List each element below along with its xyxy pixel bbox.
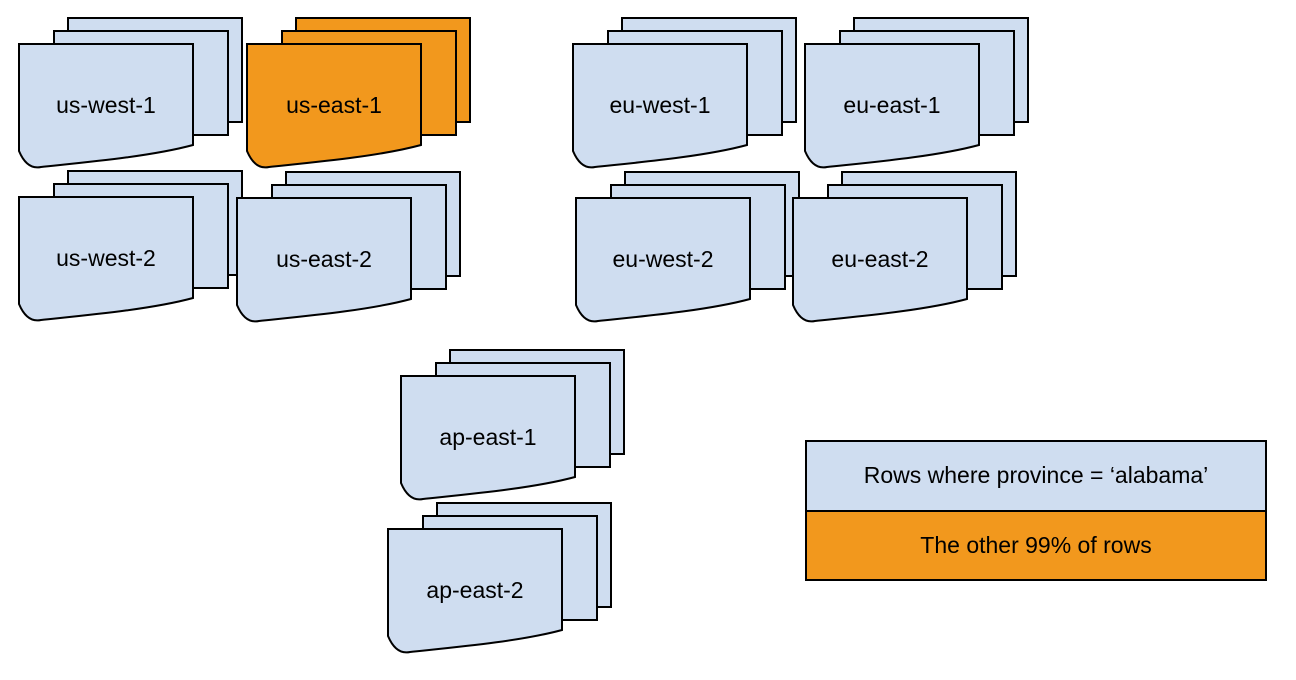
document-stack-icon xyxy=(792,171,1018,343)
legend-label: The other 99% of rows xyxy=(920,531,1152,558)
region-stack-ap-east-2: ap-east-2 xyxy=(387,502,613,674)
document-stack-icon xyxy=(387,502,613,674)
region-stack-us-east-2: us-east-2 xyxy=(236,171,462,343)
legend-row-other-rows: The other 99% of rows xyxy=(807,509,1265,579)
region-stack-us-west-1: us-west-1 xyxy=(18,17,244,189)
document-stack-icon xyxy=(575,171,801,343)
region-stack-us-west-2: us-west-2 xyxy=(18,170,244,342)
document-stack-shape xyxy=(401,350,624,499)
document-stack-icon xyxy=(804,17,1030,189)
document-stack-icon xyxy=(236,171,462,343)
legend: Rows where province = ‘alabama’ The othe… xyxy=(805,440,1267,581)
document-stack-shape xyxy=(388,503,611,652)
document-stack-icon-highlighted xyxy=(246,17,472,189)
region-stack-us-east-1: us-east-1 xyxy=(246,17,472,189)
document-stack-shape xyxy=(247,18,470,167)
document-stack-shape xyxy=(576,172,799,321)
document-stack-icon xyxy=(572,17,798,189)
region-stack-eu-east-2: eu-east-2 xyxy=(792,171,1018,343)
region-stack-eu-west-2: eu-west-2 xyxy=(575,171,801,343)
legend-label: Rows where province = ‘alabama’ xyxy=(863,462,1209,489)
document-stack-shape xyxy=(237,172,460,321)
region-stack-eu-east-1: eu-east-1 xyxy=(804,17,1030,189)
document-stack-shape xyxy=(805,18,1028,167)
document-stack-shape xyxy=(19,171,242,320)
document-stack-icon xyxy=(400,349,626,521)
region-stack-eu-west-1: eu-west-1 xyxy=(572,17,798,189)
document-stack-shape xyxy=(793,172,1016,321)
region-stack-ap-east-1: ap-east-1 xyxy=(400,349,626,521)
legend-row-alabama-rows: Rows where province = ‘alabama’ xyxy=(807,442,1265,510)
document-stack-icon xyxy=(18,170,244,342)
document-stack-icon xyxy=(18,17,244,189)
document-stack-shape xyxy=(573,18,796,167)
document-stack-shape xyxy=(19,18,242,167)
